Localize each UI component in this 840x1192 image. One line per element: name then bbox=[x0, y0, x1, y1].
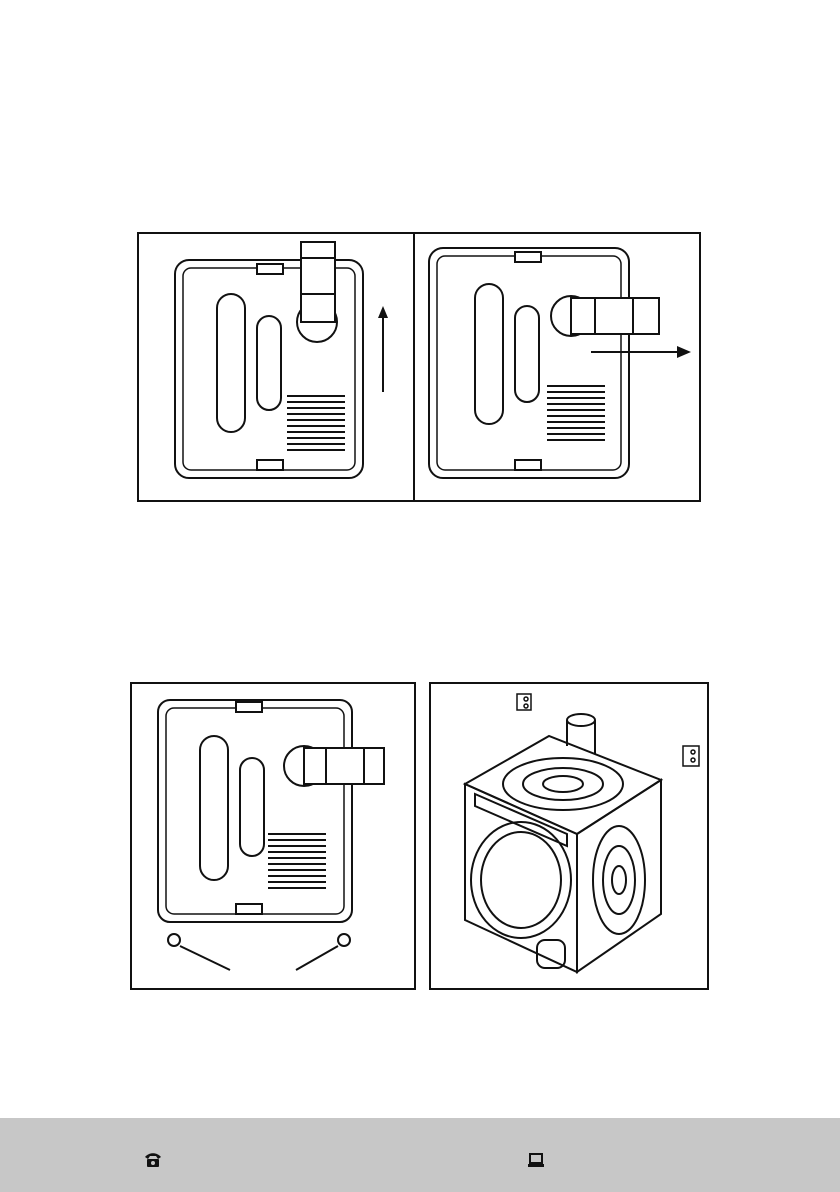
footer-bar bbox=[0, 1118, 840, 1192]
right-arrow-icon bbox=[591, 346, 691, 358]
screw-icon bbox=[168, 934, 230, 970]
up-arrow-icon bbox=[378, 306, 388, 392]
screw-icon bbox=[296, 934, 350, 970]
vent-up-diagram bbox=[139, 234, 413, 500]
laptop-icon bbox=[526, 1150, 546, 1170]
figure-dryer-3d bbox=[429, 682, 709, 990]
vent-right-diagram bbox=[415, 234, 699, 500]
figure-vent-up bbox=[137, 232, 415, 502]
dryer-3d-diagram bbox=[431, 684, 707, 988]
bracket-icon bbox=[517, 694, 531, 710]
bracket-icon bbox=[683, 746, 699, 766]
back-panel-diagram bbox=[132, 684, 414, 988]
telephone-icon bbox=[143, 1150, 163, 1170]
figure-back-panel-screws bbox=[130, 682, 416, 990]
figure-vent-right bbox=[413, 232, 701, 502]
